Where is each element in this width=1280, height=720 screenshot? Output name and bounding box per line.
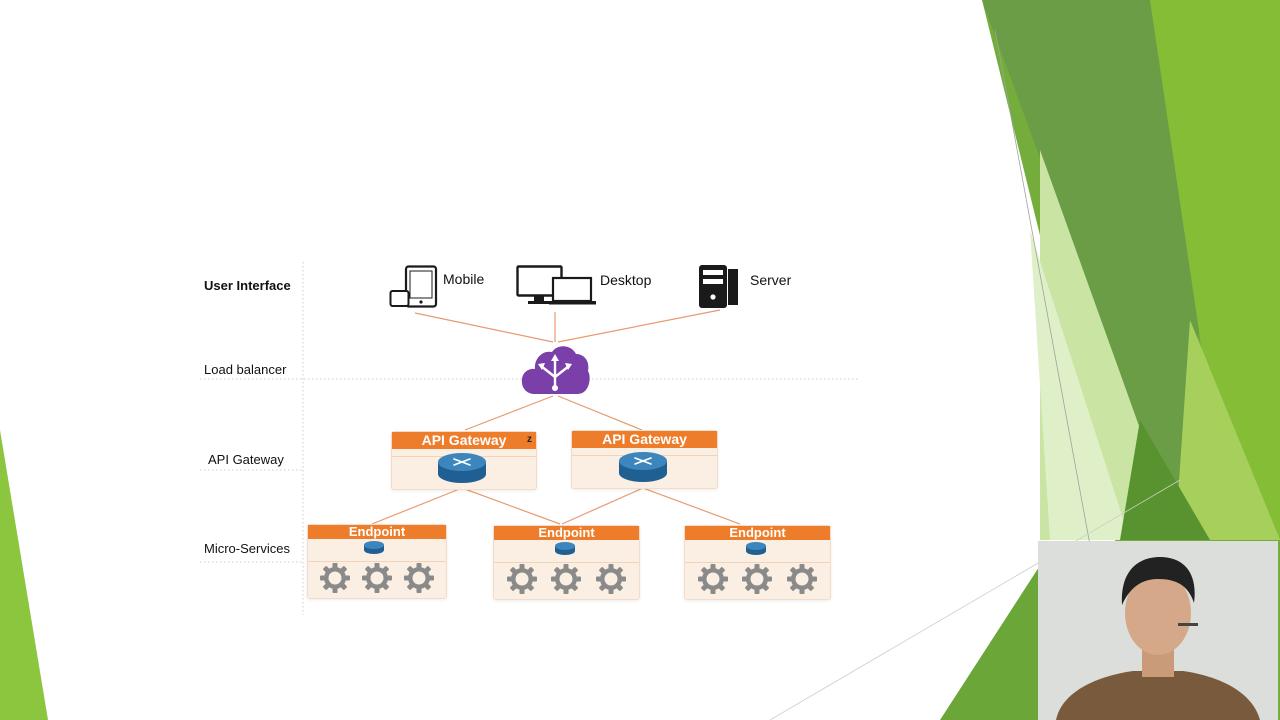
api-gateway-header: API Gateway <box>572 431 717 448</box>
endpoint-box-3: Endpoint <box>684 525 831 600</box>
endpoint-header: Endpoint <box>494 526 639 540</box>
gear-icon <box>698 564 729 594</box>
gear-icon <box>507 564 538 594</box>
row-label-load-balancer: Load balancer <box>204 362 287 377</box>
router-icon <box>746 542 766 555</box>
endpoint-header: Endpoint <box>685 526 830 540</box>
cloud-load-balancer-icon <box>521 346 590 394</box>
client-label-desktop: Desktop <box>600 272 652 288</box>
row-label-api-gateway: API Gateway <box>208 452 284 467</box>
row-label-user-interface: User Interface <box>204 278 291 293</box>
api-gateway-mark: z <box>527 434 532 445</box>
router-icon <box>438 453 486 483</box>
server-tower-icon <box>699 265 738 308</box>
endpoint-box-2: Endpoint <box>493 525 640 600</box>
service-gears <box>308 562 446 594</box>
client-label-server: Server <box>750 272 792 288</box>
endpoint-box-1: Endpoint <box>307 524 447 599</box>
endpoint-header: Endpoint <box>308 525 446 539</box>
gear-icon <box>362 563 392 593</box>
router-icon <box>555 542 575 555</box>
gear-icon <box>786 564 817 594</box>
api-gateway-header: API Gateway <box>392 432 536 449</box>
router-icon <box>364 541 384 554</box>
presenter-webcam <box>1038 541 1278 720</box>
row-label-micro-services: Micro-Services <box>204 541 290 556</box>
gear-icon <box>404 563 434 593</box>
service-gears <box>494 563 639 595</box>
client-label-mobile: Mobile <box>443 271 485 287</box>
presenter-figure <box>1038 541 1278 720</box>
gear-icon <box>742 564 773 594</box>
mobile-tablet-icon <box>389 265 438 308</box>
gear-icon <box>320 563 350 593</box>
api-gateway-box-2: API Gateway <box>571 430 718 489</box>
gear-icon <box>551 564 582 594</box>
gear-icon <box>595 564 626 594</box>
router-icon <box>619 452 667 482</box>
service-gears <box>685 563 830 595</box>
desktop-laptop-icon <box>516 265 596 305</box>
api-gateway-box-1: API Gateway z <box>391 431 537 490</box>
